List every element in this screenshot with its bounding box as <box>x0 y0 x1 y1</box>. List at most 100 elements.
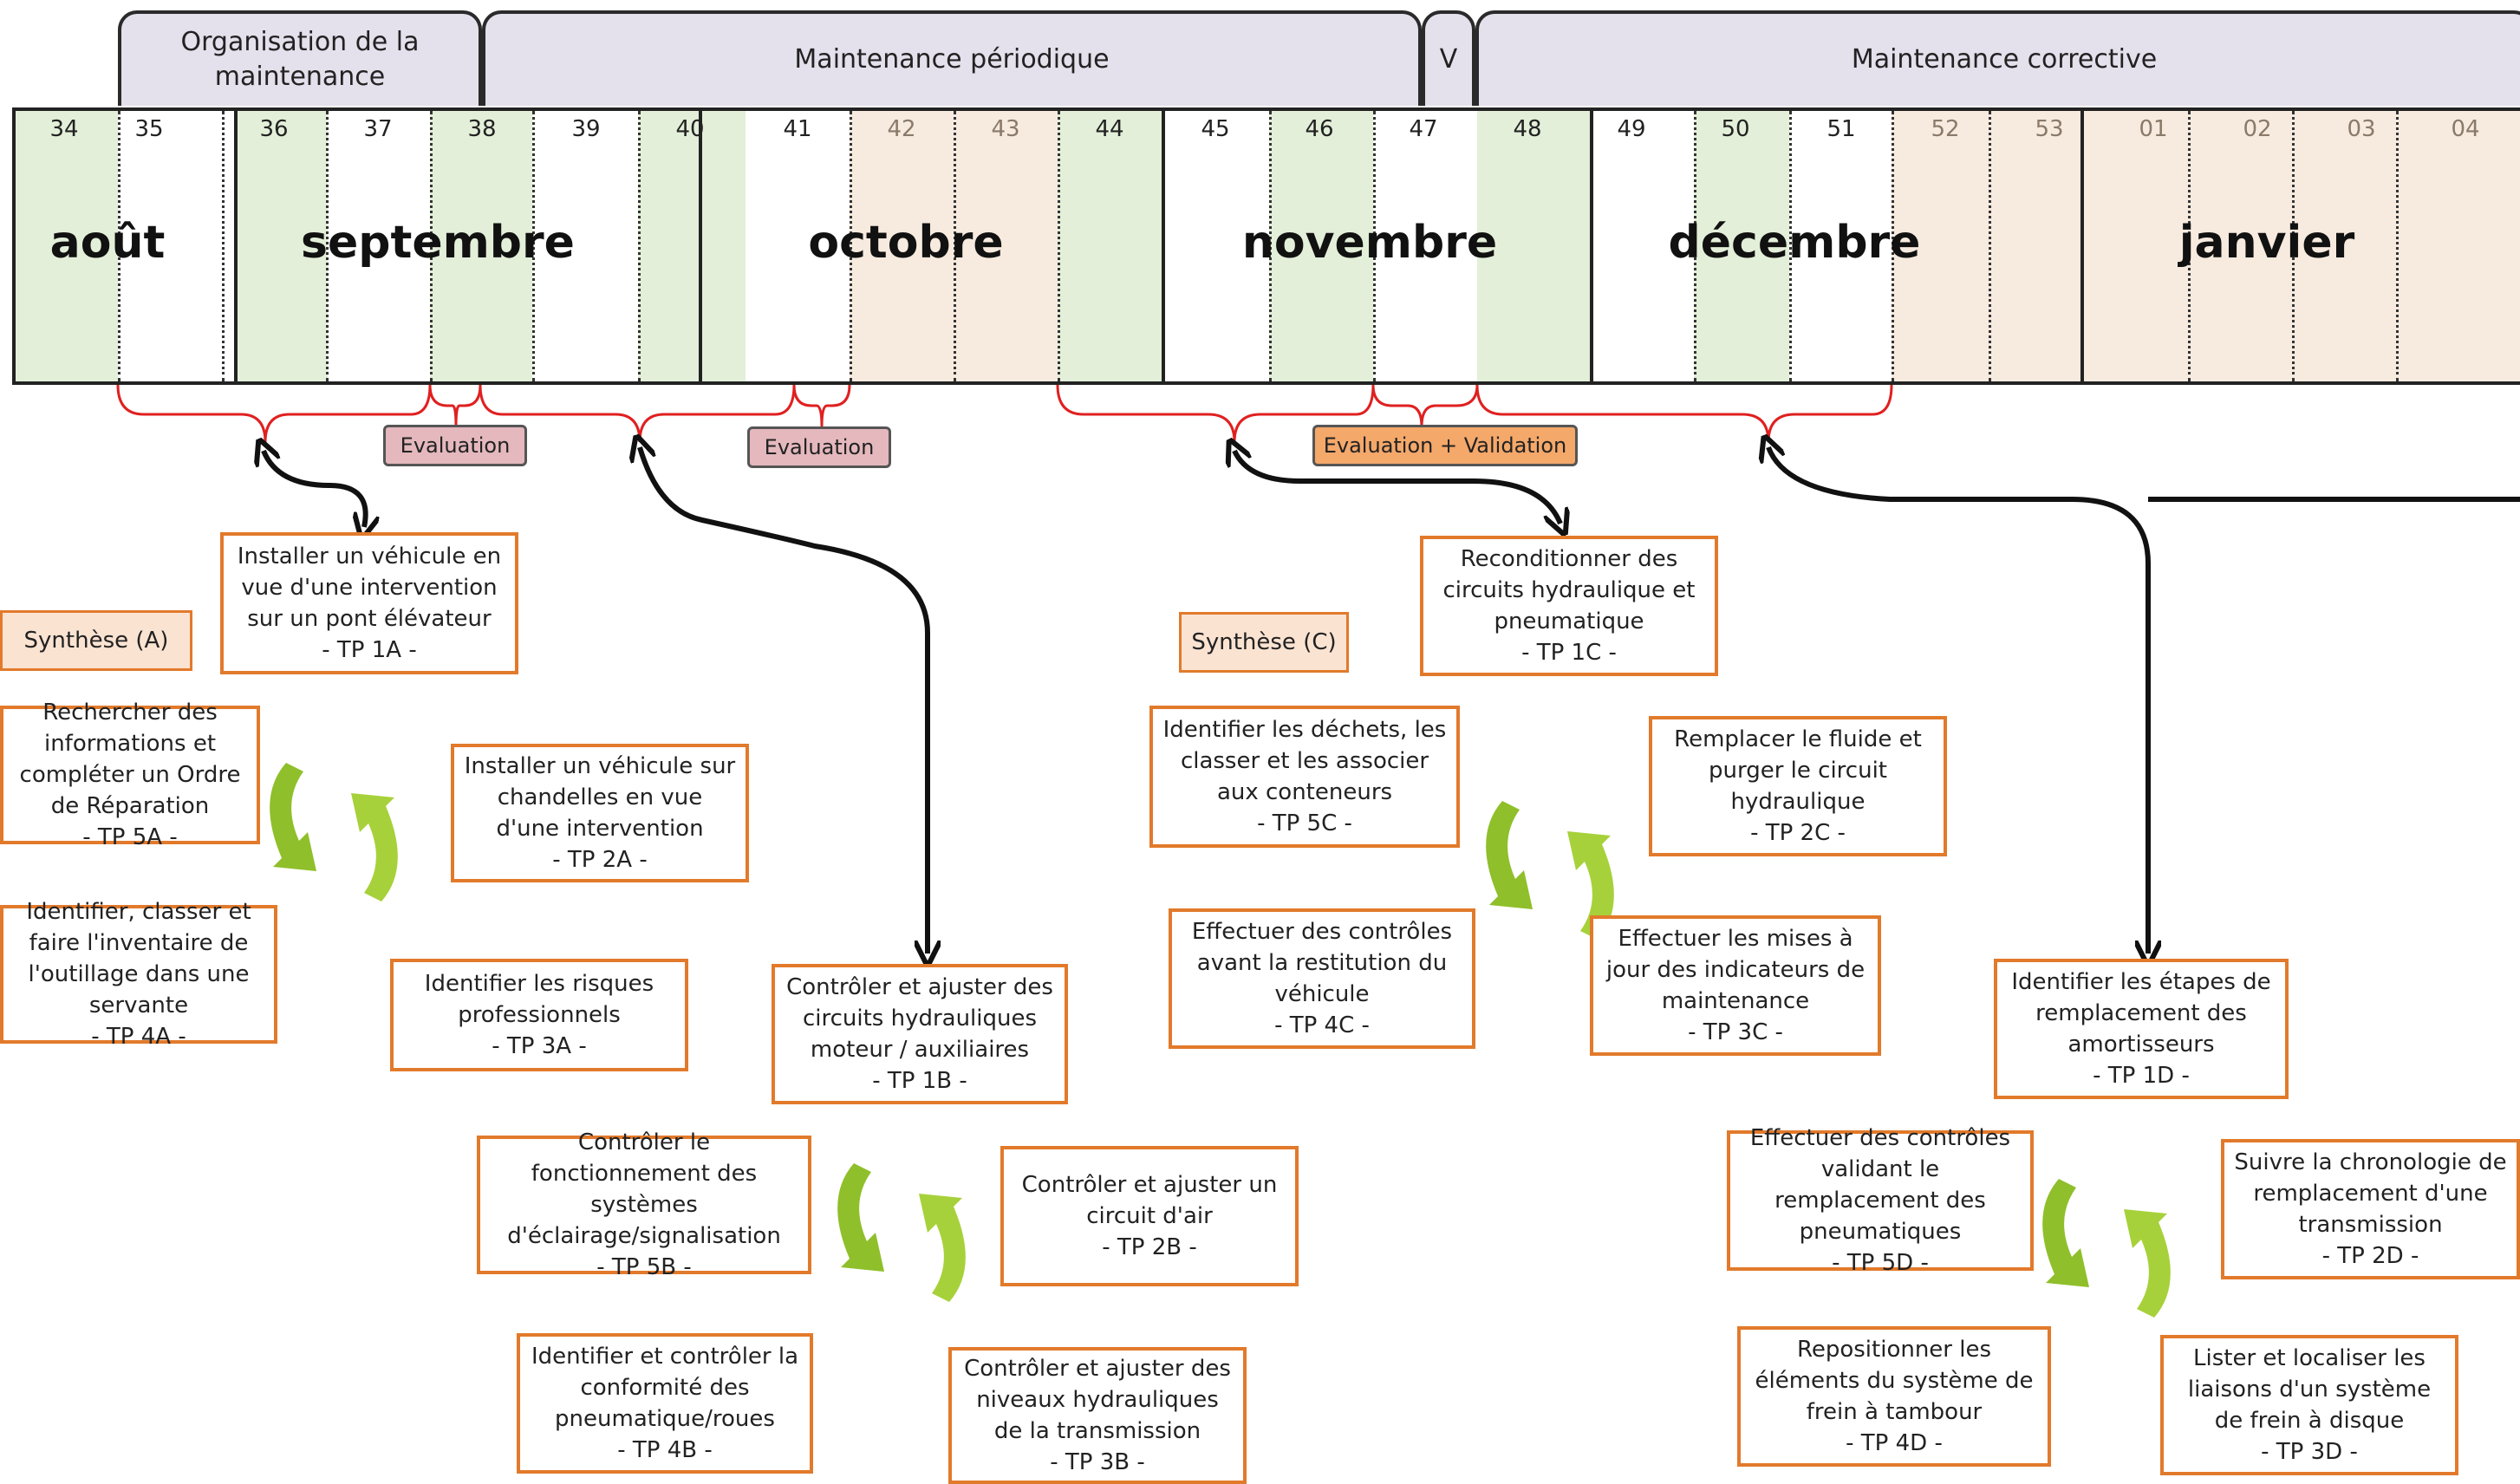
task-tp4b: Identifier et contrôler la conformité de… <box>517 1333 813 1474</box>
task-text: Contrôler et ajuster un circuit d'air <box>1021 1172 1278 1229</box>
week-divider <box>2292 111 2295 381</box>
timeline-bottom-border <box>12 381 2520 385</box>
week-number: 34 <box>49 116 79 142</box>
task-tp2a: Installer un véhicule sur chandelles en … <box>451 744 749 882</box>
week-divider <box>1058 111 1060 381</box>
bracket-eval-3 <box>1371 384 1479 427</box>
cycle-arrow-d <box>2042 1179 2171 1318</box>
task-code: - TP 5A - <box>82 824 178 850</box>
task-code: - TP 4B - <box>617 1437 713 1463</box>
task-code: - TP 2C - <box>1750 820 1846 846</box>
connector-a <box>264 451 366 527</box>
week-col-38 <box>430 111 532 381</box>
week-number: 04 <box>2451 116 2480 142</box>
week-divider <box>954 111 956 381</box>
week-number: 35 <box>134 116 164 142</box>
week-divider <box>1789 111 1792 381</box>
week-number: 03 <box>2347 116 2376 142</box>
task-text: Repositionner les éléments du système de… <box>1755 1337 2034 1425</box>
connector-b <box>640 447 928 954</box>
task-text: Reconditionner des circuits hydraulique … <box>1442 546 1696 635</box>
month-label: janvier <box>2178 217 2355 269</box>
week-col-40a <box>638 111 699 381</box>
week-col-45 <box>1165 111 1269 381</box>
task-code: - TP 4A - <box>91 1024 186 1050</box>
task-text: Effectuer les mises à jour des indicateu… <box>1605 926 1866 1014</box>
week-number: 38 <box>467 116 497 142</box>
task-text: Installer un véhicule en vue d'une inter… <box>237 543 502 632</box>
week-col-50 <box>1694 111 1789 381</box>
evaluation-badge-1: Evaluation <box>383 425 527 466</box>
task-code: - TP 2D - <box>2321 1243 2419 1269</box>
week-divider <box>222 111 225 381</box>
month-label: août <box>49 217 166 269</box>
task-code: - TP 3A - <box>492 1033 587 1059</box>
week-number: 02 <box>2243 116 2272 142</box>
week-divider <box>326 111 329 381</box>
header-periodique-label: Maintenance périodique <box>794 44 1110 75</box>
task-text: Contrôler le fonctionnement des systèmes… <box>507 1129 781 1249</box>
task-tp5a: Rechercher des informations et compléter… <box>0 700 260 850</box>
task-text: Identifier les risques professionnels <box>424 971 654 1028</box>
week-divider <box>1269 111 1272 381</box>
task-code: - TP 1D - <box>2093 1063 2190 1089</box>
week-col-40b <box>702 111 746 381</box>
task-code: - TP 1A - <box>322 637 417 663</box>
week-divider <box>2396 111 2399 381</box>
week-col-46 <box>1269 111 1373 381</box>
week-divider <box>1373 111 1376 381</box>
connector-d <box>1768 447 2148 954</box>
week-number: 41 <box>783 116 812 142</box>
week-number: 40 <box>675 116 705 142</box>
week-number: 39 <box>571 116 601 142</box>
synthese-c: Synthèse (C) <box>1179 612 1349 673</box>
task-code: - TP 5C - <box>1257 810 1352 836</box>
task-text: Identifier et contrôler la conformité de… <box>531 1344 799 1432</box>
task-text: Remplacer le fluide et purger le circuit… <box>1674 726 1922 815</box>
week-number: 53 <box>2035 116 2064 142</box>
task-text: Contrôler et ajuster des niveaux hydraul… <box>964 1356 1231 1444</box>
task-code: - TP 4D - <box>1846 1430 1943 1456</box>
task-code: - TP 3B - <box>1050 1449 1145 1475</box>
week-number: 47 <box>1409 116 1438 142</box>
week-number: 50 <box>1721 116 1750 142</box>
week-number: 01 <box>2139 116 2168 142</box>
task-text: Identifier les déchets, les classer et l… <box>1162 717 1447 805</box>
week-number: 49 <box>1617 116 1646 142</box>
task-text: Installer un véhicule sur chandelles en … <box>464 753 736 842</box>
week-col-47 <box>1373 111 1477 381</box>
task-tp2c: Remplacer le fluide et purger le circuit… <box>1649 716 1947 856</box>
week-divider <box>532 111 535 381</box>
week-col-34 <box>16 111 118 381</box>
header-maintenance-corrective: Maintenance corrective <box>1475 10 2520 106</box>
cycle-arrows <box>270 763 2171 1318</box>
evaluation-validation-badge: Evaluation + Validation <box>1312 425 1578 466</box>
task-text: Effectuer des contrôles avant la restitu… <box>1191 919 1453 1007</box>
task-tp5c: Identifier les déchets, les classer et l… <box>1149 706 1460 848</box>
task-tp1d: Identifier les étapes de remplacement de… <box>1994 959 2289 1099</box>
task-text: Effectuer des contrôles validant le remp… <box>1749 1125 2011 1245</box>
connector-c <box>1234 451 1560 524</box>
week-number: 42 <box>887 116 916 142</box>
week-divider <box>1892 111 1894 381</box>
task-tp3c: Effectuer les mises à jour des indicateu… <box>1590 915 1881 1056</box>
week-col-36 <box>238 111 328 381</box>
week-number: 44 <box>1095 116 1124 142</box>
header-organisation-label: Organisation de la maintenance <box>180 27 420 92</box>
header-maintenance-periodique: Maintenance périodique <box>482 10 1422 106</box>
bracket-eval-1 <box>428 384 482 427</box>
week-col-44 <box>1058 111 1162 381</box>
header-validation: V <box>1422 10 1475 106</box>
week-divider <box>430 111 433 381</box>
week-number: 43 <box>991 116 1020 142</box>
synthese-a: Synthèse (A) <box>0 610 192 671</box>
task-text: Lister et localiser les liaisons d'un sy… <box>2187 1345 2432 1434</box>
task-text: Suivre la chronologie de remplacement d'… <box>2234 1149 2507 1238</box>
week-number: 45 <box>1201 116 1230 142</box>
connectors <box>264 447 2520 954</box>
task-text: Identifier les étapes de remplacement de… <box>2011 969 2271 1058</box>
week-col-35 <box>118 111 234 381</box>
holiday-noel-2 <box>2084 111 2520 381</box>
task-tp4c: Effectuer des contrôles avant la restitu… <box>1169 908 1475 1049</box>
